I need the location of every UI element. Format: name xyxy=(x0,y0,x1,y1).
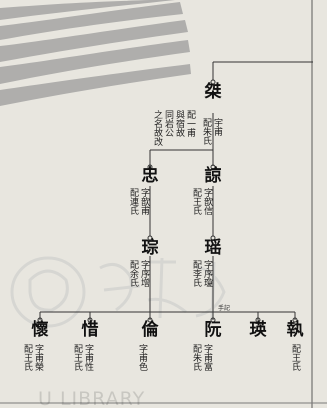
note-col: 字歆甫 xyxy=(139,188,149,215)
note-col: 配一甫 xyxy=(185,110,195,137)
library-seal-watermark xyxy=(10,256,226,328)
note-col: 字序增 xyxy=(139,260,149,287)
person-name: 執 xyxy=(286,320,304,340)
note-col: 字序瓊 xyxy=(202,260,212,287)
note-col: 配朱氏 xyxy=(191,344,201,371)
person-name: 惜 xyxy=(81,320,99,340)
person-name: 倫 xyxy=(141,320,159,340)
note-col: 字甫色 xyxy=(137,344,147,371)
node-markers xyxy=(37,79,298,323)
person-name: 瑛 xyxy=(249,320,267,340)
person-name: 瑶 xyxy=(204,238,222,258)
person-name: 忠 xyxy=(141,166,159,186)
decorative-stripes xyxy=(0,0,191,106)
margin-note: 手記 xyxy=(218,305,231,312)
library-watermark: U LIBRARY xyxy=(38,388,146,408)
tree-connectors xyxy=(39,61,313,320)
note-col: 字甫富 xyxy=(202,344,212,371)
person-name: 諒 xyxy=(204,166,222,186)
note-col: 配李氏 xyxy=(191,260,201,287)
note-col: 與宿故 xyxy=(174,110,184,137)
note-col: 字歆信 xyxy=(202,188,212,215)
note-col: 字甫榮 xyxy=(33,344,43,371)
note-col: 之名故改 xyxy=(152,110,162,146)
note-col: 配余氏 xyxy=(128,260,138,287)
note-col: 字甫性 xyxy=(83,344,93,371)
note-col: 同岩公 xyxy=(163,110,173,137)
note-col: 配朱氏 xyxy=(201,118,211,145)
person-name: 琮 xyxy=(141,238,159,258)
person-name: 阮 xyxy=(204,320,222,340)
note-col: 配連氏 xyxy=(128,188,138,215)
note-col: 配王氏 xyxy=(22,344,32,371)
person-name: 懷 xyxy=(31,320,49,340)
note-col: 配王氏 xyxy=(191,188,201,215)
note-col: 宇甫 xyxy=(212,118,222,136)
person-name: 桀 xyxy=(204,82,222,102)
note-col: 配王氏 xyxy=(72,344,82,371)
note-col: 配王氏 xyxy=(290,344,300,371)
